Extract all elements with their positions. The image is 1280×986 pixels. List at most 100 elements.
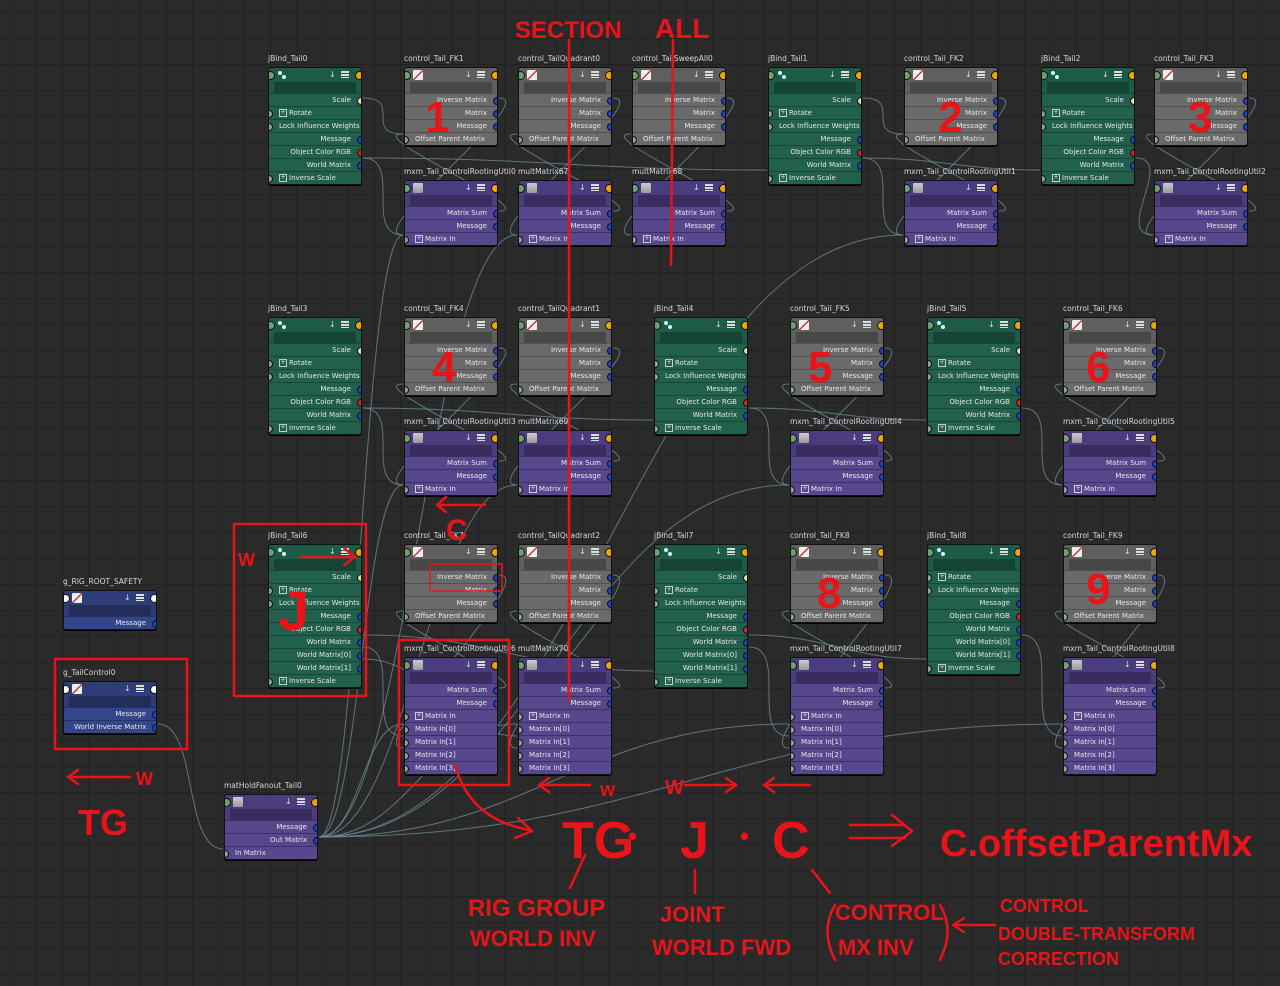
- output-port[interactable]: [1152, 700, 1156, 708]
- output-port[interactable]: [1016, 626, 1020, 634]
- input-port[interactable]: [1064, 486, 1068, 494]
- port-row[interactable]: Offset Parent Matrix: [1155, 132, 1247, 145]
- expand-icon[interactable]: +: [801, 712, 809, 720]
- node-output-plug[interactable]: [1150, 661, 1156, 670]
- node-header[interactable]: [791, 318, 883, 332]
- output-port[interactable]: [1130, 97, 1134, 105]
- node-input-plug[interactable]: [519, 71, 525, 80]
- expand-icon[interactable]: +: [915, 235, 923, 243]
- node-control_Tail_FK2[interactable]: control_Tail_FK2Inverse MatrixMatrixMess…: [904, 54, 998, 146]
- node-menu-icon[interactable]: [591, 548, 599, 555]
- pin-icon[interactable]: [851, 661, 857, 669]
- expand-icon[interactable]: +: [279, 586, 287, 594]
- port-row[interactable]: Matrix Sum: [1064, 456, 1156, 469]
- port-row[interactable]: Inverse Matrix: [519, 570, 611, 583]
- input-port[interactable]: [405, 765, 409, 773]
- node-menu-icon[interactable]: [297, 798, 305, 805]
- node-output-plug[interactable]: [855, 71, 861, 80]
- port-row[interactable]: World Matrix: [928, 622, 1020, 635]
- input-port[interactable]: [519, 386, 523, 394]
- node-menu-icon[interactable]: [477, 661, 485, 668]
- port-row[interactable]: Matrix: [1064, 356, 1156, 369]
- node-input-plug[interactable]: [655, 321, 661, 330]
- input-port[interactable]: [791, 613, 795, 621]
- pin-icon[interactable]: [465, 434, 471, 442]
- input-port[interactable]: [405, 613, 409, 621]
- output-port[interactable]: [607, 223, 611, 231]
- port-row[interactable]: Matrix In[1]: [791, 735, 883, 748]
- output-port[interactable]: [1243, 210, 1247, 218]
- port-row[interactable]: Matrix: [1155, 106, 1247, 119]
- port-row[interactable]: Scale: [655, 570, 747, 583]
- port-row[interactable]: Offset Parent Matrix: [405, 382, 497, 395]
- node-header[interactable]: [64, 682, 156, 696]
- node-g_RIG_ROOT_SAFETY[interactable]: g_RIG_ROOT_SAFETYMessage: [63, 577, 157, 630]
- port-row[interactable]: World Matrix: [928, 408, 1020, 421]
- node-header[interactable]: [405, 318, 497, 332]
- output-port[interactable]: [493, 210, 497, 218]
- port-row[interactable]: Inverse Matrix: [405, 343, 497, 356]
- output-port[interactable]: [1130, 136, 1134, 144]
- port-row[interactable]: +Rotate: [928, 570, 1020, 583]
- port-row[interactable]: Message: [769, 132, 861, 145]
- expand-icon[interactable]: +: [1052, 174, 1060, 182]
- output-port[interactable]: [152, 724, 156, 732]
- output-port[interactable]: [357, 574, 361, 582]
- port-row[interactable]: Matrix In[3]: [1064, 761, 1156, 774]
- node-header[interactable]: [1064, 658, 1156, 672]
- expand-icon[interactable]: +: [665, 424, 673, 432]
- output-port[interactable]: [1016, 639, 1020, 647]
- node-header[interactable]: [405, 431, 497, 445]
- port-row[interactable]: +Matrix In: [791, 709, 883, 722]
- output-port[interactable]: [743, 652, 747, 660]
- input-port[interactable]: [1042, 110, 1046, 118]
- output-port[interactable]: [743, 639, 747, 647]
- port-row[interactable]: Message: [1155, 219, 1247, 232]
- pin-icon[interactable]: [579, 184, 585, 192]
- node-header[interactable]: [405, 545, 497, 559]
- port-row[interactable]: Matrix Sum: [405, 456, 497, 469]
- node-header[interactable]: [519, 431, 611, 445]
- pin-icon[interactable]: [1102, 71, 1108, 79]
- node-header[interactable]: [1064, 318, 1156, 332]
- port-row[interactable]: Scale: [769, 93, 861, 106]
- port-row[interactable]: +Inverse Scale: [928, 661, 1020, 674]
- input-port[interactable]: [769, 175, 773, 183]
- output-port[interactable]: [1130, 162, 1134, 170]
- port-row[interactable]: World Matrix: [269, 158, 361, 171]
- output-port[interactable]: [607, 210, 611, 218]
- node-menu-icon[interactable]: [591, 71, 599, 78]
- port-row[interactable]: Message: [225, 820, 317, 833]
- node-header[interactable]: [519, 318, 611, 332]
- port-row[interactable]: Matrix In[1]: [405, 735, 497, 748]
- port-row[interactable]: In Matrix: [225, 846, 317, 859]
- pin-icon[interactable]: [1215, 71, 1221, 79]
- output-port[interactable]: [1243, 97, 1247, 105]
- input-port[interactable]: [405, 713, 409, 721]
- output-port[interactable]: [607, 110, 611, 118]
- input-port[interactable]: [519, 713, 523, 721]
- port-row[interactable]: Matrix Sum: [1155, 206, 1247, 219]
- input-port[interactable]: [269, 587, 273, 595]
- node-input-plug[interactable]: [405, 71, 411, 80]
- node-output-plug[interactable]: [605, 71, 611, 80]
- node-header[interactable]: [519, 68, 611, 82]
- input-port[interactable]: [405, 752, 409, 760]
- port-row[interactable]: World Matrix: [655, 635, 747, 648]
- node-control_Tail_FK6[interactable]: control_Tail_FK6Inverse MatrixMatrixMess…: [1063, 304, 1157, 396]
- node-control_Tail_FK7[interactable]: control_Tail_FK7Inverse MatrixMatrixMess…: [404, 531, 498, 623]
- node-mxm_Tail_ControlRootingUtil2[interactable]: mxm_Tail_ControlRootingUtil2Matrix SumMe…: [1154, 167, 1266, 246]
- port-row[interactable]: Matrix: [405, 106, 497, 119]
- pin-icon[interactable]: [965, 184, 971, 192]
- port-row[interactable]: Inverse Matrix: [519, 93, 611, 106]
- output-port[interactable]: [879, 700, 883, 708]
- output-port[interactable]: [493, 473, 497, 481]
- node-control_Tail_FK5[interactable]: control_Tail_FK5Inverse MatrixMatrixMess…: [790, 304, 884, 396]
- port-row[interactable]: World Matrix[0]: [655, 648, 747, 661]
- port-row[interactable]: +Matrix In: [791, 482, 883, 495]
- node-menu-icon[interactable]: [477, 71, 485, 78]
- node-menu-icon[interactable]: [341, 71, 349, 78]
- output-port[interactable]: [607, 360, 611, 368]
- output-port[interactable]: [993, 210, 997, 218]
